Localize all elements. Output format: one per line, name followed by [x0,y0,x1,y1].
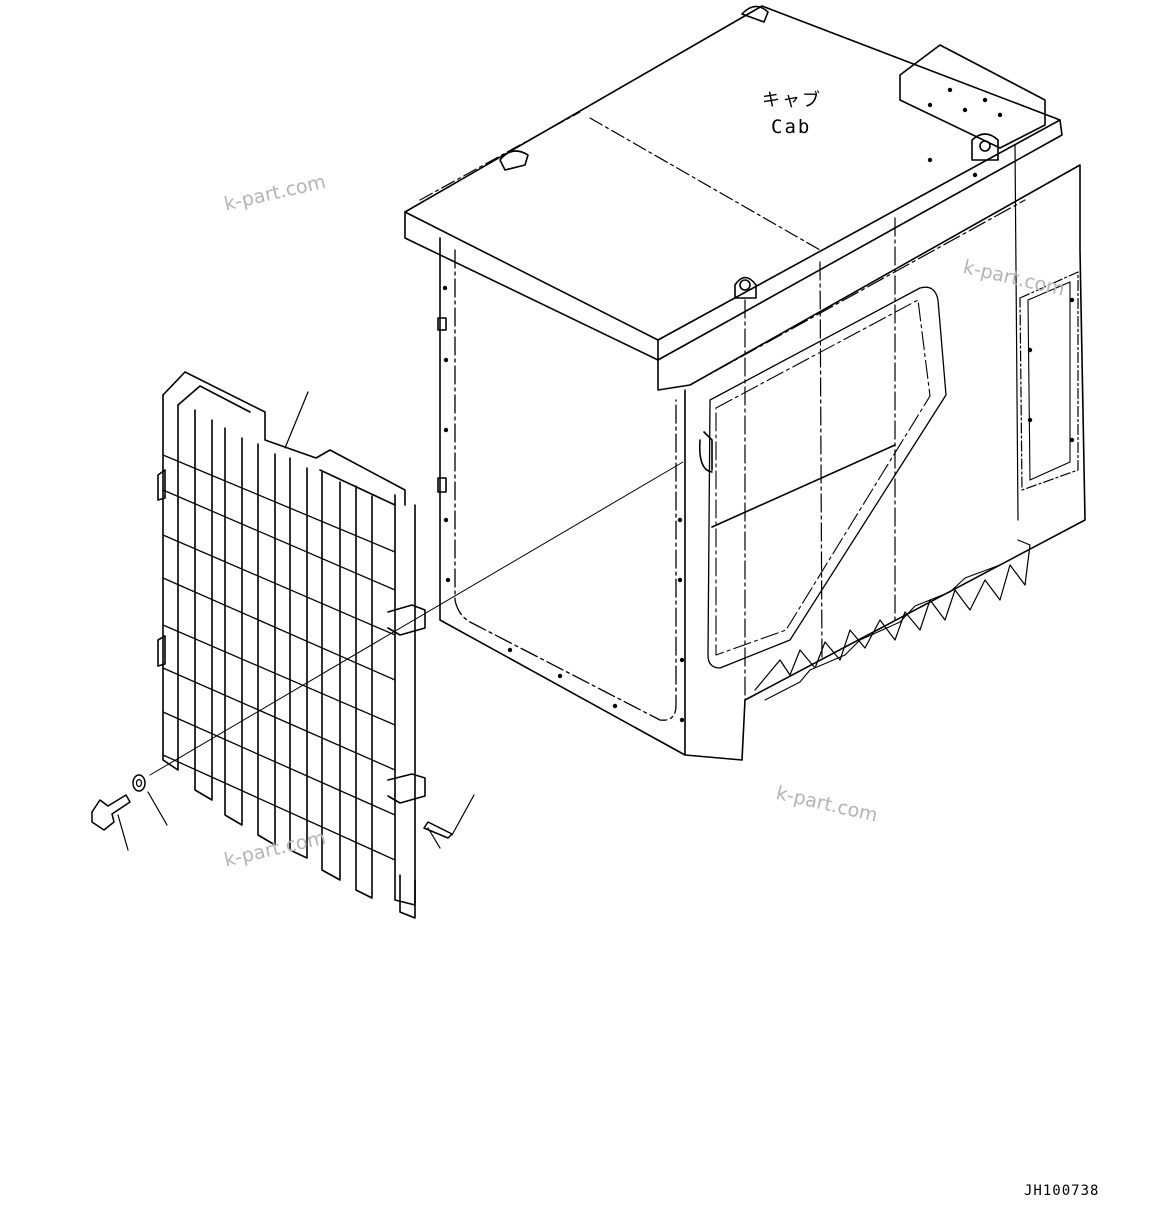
cab-door-bar [711,444,896,528]
cab-door-window [707,286,947,669]
cab-roof-clip-2 [741,5,769,23]
cab-lifting-eye [971,133,999,161]
grille-top-rail [162,371,406,506]
cab-label-en: Cab [771,116,812,138]
cab-roof-edge [404,119,1061,341]
grille-slat-3 [162,534,396,636]
drawing-number: JH100738 [1024,1183,1100,1199]
leader-grille [284,391,309,449]
grille-bar-5 [321,471,341,881]
grille-foot [399,874,416,919]
cab-lifting-eye-2-hole [739,279,751,291]
grille-frame-left [162,394,179,771]
cab-bottom-clips-2 [764,564,1001,701]
grille-bracket-lower [387,773,426,804]
leader-pin-2 [427,827,441,849]
cab-left-hinge-2 [437,477,447,493]
grille-slat-1 [162,454,396,553]
grille-slat-7 [162,711,396,816]
grille-bar-3 [257,443,276,846]
hardware [91,774,453,839]
cab-bottom-clips [754,539,1031,691]
pin [423,821,453,839]
cab-lifting-eye-hole [979,140,991,152]
cab-door-window-inner [715,299,931,656]
grille-bracket-upper [387,604,426,636]
cab-side-panel-inner [1027,281,1071,481]
cab-roof-seam [589,117,821,251]
grille-slat-5 [162,624,396,726]
cab-right-corner [1014,144,1019,521]
cab-front-dash [689,199,1026,386]
cab-roof [404,5,1063,361]
cab-vertical-dash-2 [819,261,823,661]
bolt [91,794,131,831]
cab-side-panel [1019,271,1079,491]
cab-rivets [442,87,1075,723]
grille-frame-right [394,494,416,906]
cab-roof-seam-2 [419,111,581,201]
cab-bracket-plate [899,44,1046,149]
grille-bar-6 [355,485,373,899]
cab-label-jp: キャブ [762,90,822,111]
grille-left-tab [157,469,166,667]
cab-left-hinge [437,317,447,331]
washer [132,774,146,792]
leader-bolt [117,814,129,851]
leader-washer [147,791,168,826]
grille-slat-6 [162,667,396,771]
cab-door-handle [698,431,713,473]
grille-bar-2 [224,427,243,826]
leader-pin [451,794,475,836]
grille-slat-2 [162,489,396,591]
grille-top-rail-2 [177,385,396,506]
cab-lifting-eye-2 [734,276,757,299]
cab [404,5,1086,761]
cab-left-window [454,249,677,721]
cab-left-wall [439,237,686,756]
washer-hole [135,778,143,788]
guard-grille [157,371,426,919]
cab-roof-clip [499,150,529,171]
grille-slat-4 [162,577,396,681]
leader-lines [117,391,684,851]
cab-front-wall [657,164,1086,761]
grille-slat-8 [162,754,396,861]
grille-bar-4 [289,457,308,859]
assembly-line [149,461,684,776]
grille-bar-1 [194,409,213,801]
